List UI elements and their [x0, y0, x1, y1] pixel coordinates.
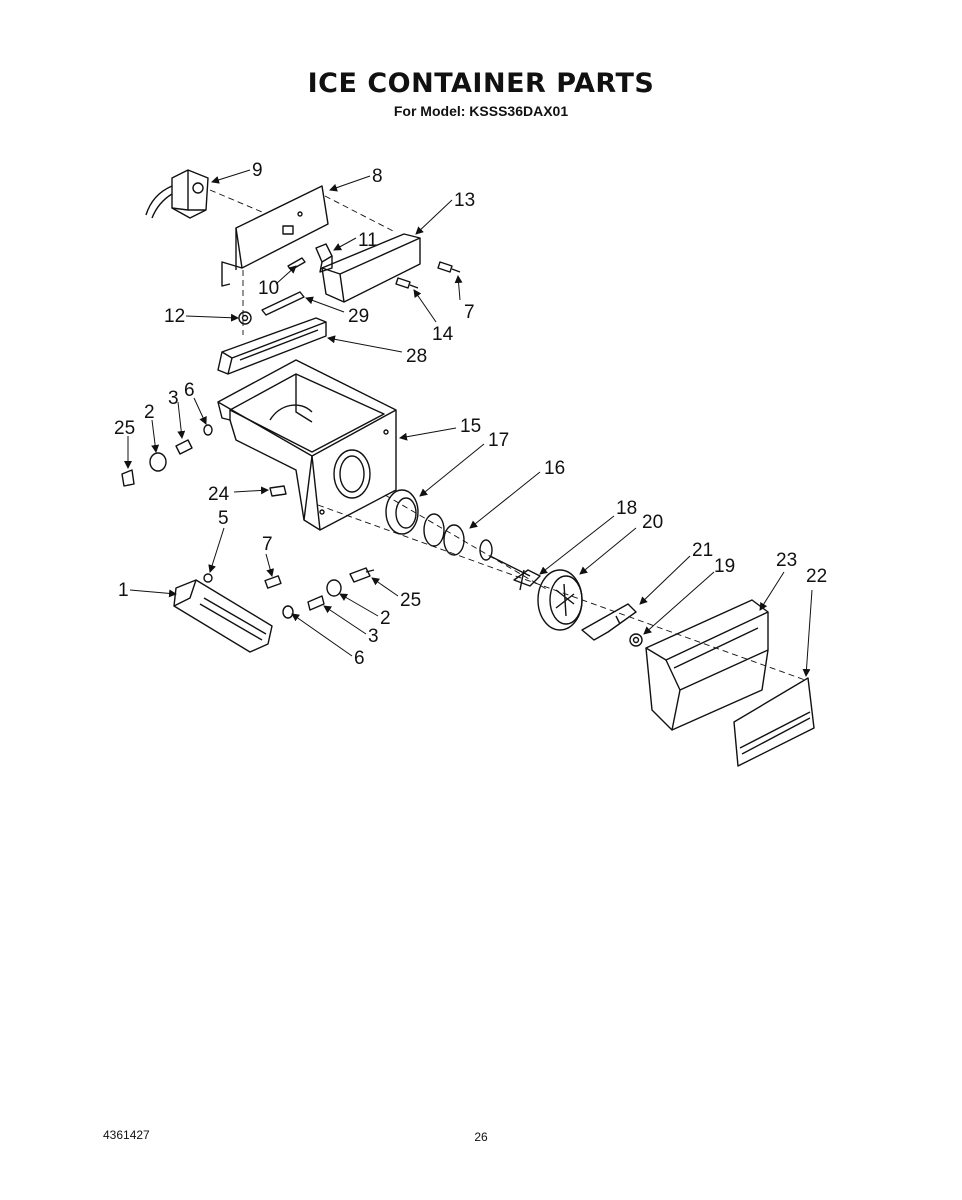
- callout-16: 16: [544, 458, 565, 479]
- page-number: 26: [474, 1130, 488, 1144]
- part-23-container: [645, 599, 769, 731]
- part-9-motor: [145, 169, 209, 219]
- part-21-lever: [581, 603, 637, 641]
- part-29-link-rod: [261, 291, 305, 316]
- part-10-pin: [287, 257, 306, 271]
- callout-7-top: 7: [464, 302, 475, 323]
- part-19-nut: [629, 633, 643, 647]
- callout-2-top: 2: [144, 402, 155, 423]
- callout-18: 18: [616, 498, 637, 519]
- callout-21: 21: [692, 540, 713, 561]
- callout-28: 28: [406, 346, 427, 367]
- callout-9: 9: [252, 160, 263, 181]
- part-6-washer-top: [203, 424, 213, 436]
- callout-10: 10: [258, 278, 279, 299]
- callout-3-top: 3: [168, 388, 179, 409]
- part-3-bushing-top: [175, 439, 193, 455]
- callout-11: 11: [358, 230, 378, 251]
- callout-24: 24: [208, 484, 230, 505]
- callout-1: 1: [118, 580, 129, 601]
- part-number: 4361427: [103, 1128, 150, 1142]
- part-25-screw-bottom: [349, 567, 375, 583]
- callout-6-top: 6: [184, 380, 195, 401]
- part-1-bar: [173, 579, 273, 653]
- leader-lines: [124, 169, 813, 677]
- callout-20: 20: [642, 512, 663, 533]
- part-13-bracket: [321, 233, 421, 303]
- callout-23: 23: [776, 550, 797, 571]
- callout-19: 19: [714, 556, 735, 577]
- callout-14: 14: [432, 324, 454, 345]
- callout-22: 22: [806, 566, 827, 587]
- part-20-crusher-wheel: [537, 569, 583, 631]
- callout-labels: 9 8 13 11 10 12 29 7 14 28 15 17 16 18 2…: [114, 160, 827, 669]
- part-22-front-panel: [733, 677, 815, 767]
- callout-17: 17: [488, 430, 509, 451]
- part-2-spacer-bottom: [326, 579, 342, 597]
- part-5-screw: [203, 573, 213, 583]
- callout-25-bottom: 25: [400, 590, 421, 611]
- callout-3-bottom: 3: [368, 626, 379, 647]
- part-16-rings: [423, 513, 493, 561]
- part-6-washer-bottom: [282, 605, 294, 619]
- callout-13: 13: [454, 190, 475, 211]
- part-15-housing: [217, 359, 397, 531]
- part-8-mounting-plate: [221, 185, 329, 287]
- callout-25-top: 25: [114, 418, 135, 439]
- part-7-screw-bottom: [264, 575, 282, 589]
- part-25-screw-top: [121, 469, 135, 487]
- callout-5: 5: [218, 508, 229, 529]
- model-subtitle: For Model: KSSS36DAX01: [393, 103, 569, 119]
- part-18-auger: [489, 555, 541, 591]
- part-7-screw-top: [437, 261, 461, 273]
- callout-29: 29: [348, 306, 369, 327]
- part-14-screw: [395, 277, 419, 289]
- callout-7-bottom: 7: [262, 534, 273, 555]
- part-24-screw: [269, 485, 287, 497]
- callout-2-bottom: 2: [380, 608, 391, 629]
- callout-8: 8: [372, 166, 383, 187]
- part-2-spacer-top: [149, 452, 167, 472]
- part-28-slide-rail: [217, 317, 327, 375]
- part-17-gasket: [385, 489, 419, 535]
- part-12-cam: [238, 311, 252, 325]
- callout-12: 12: [164, 306, 185, 327]
- callout-15: 15: [460, 416, 481, 437]
- part-3-bushing-bottom: [307, 595, 325, 611]
- callout-6-bottom: 6: [354, 648, 365, 669]
- page-title: ICE CONTAINER PARTS: [307, 68, 655, 99]
